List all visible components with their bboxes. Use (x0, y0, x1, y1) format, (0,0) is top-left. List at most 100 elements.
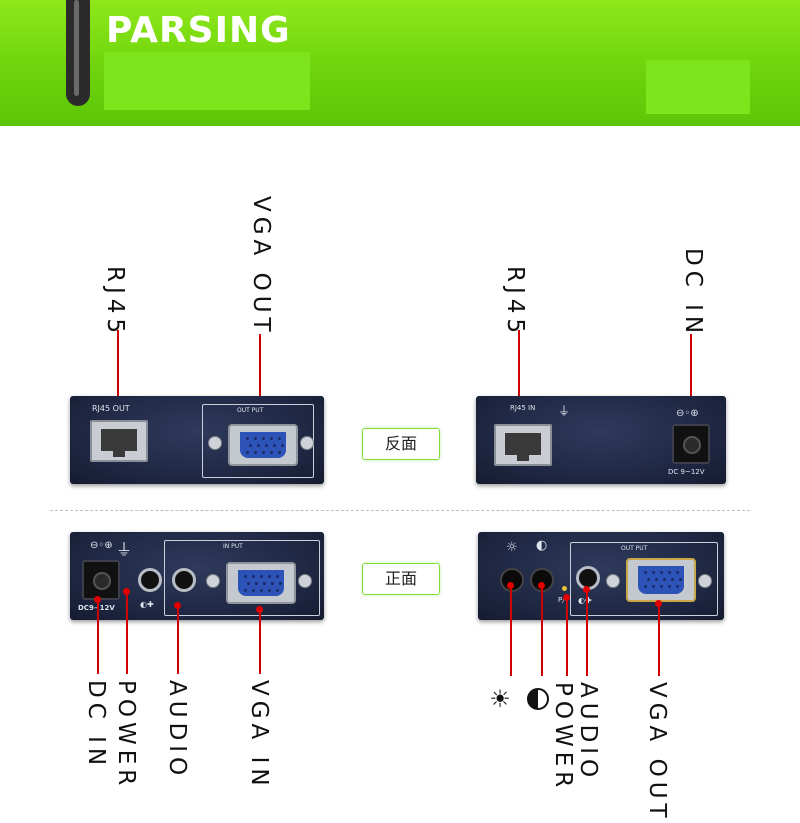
header-banner: PARSING (0, 0, 800, 126)
vga-pin (668, 585, 671, 588)
leader-dot (655, 600, 662, 607)
leader-line (658, 604, 660, 676)
vga-pin (254, 437, 257, 440)
vga-pin (252, 589, 255, 592)
vga-pin (270, 437, 273, 440)
vga-pin (268, 589, 271, 592)
brightness-icon: ☼ (506, 540, 518, 555)
vga-pin (663, 578, 666, 581)
leader-line (566, 598, 568, 676)
audio-icon: ◐✚ (140, 600, 154, 609)
label-audio-right: AUDIO (575, 682, 601, 783)
dc-rating-label: DC 9~12V (668, 468, 705, 476)
ground-icon: ⏚ (558, 404, 571, 418)
leader-dot (583, 586, 590, 593)
label-rj45-left: RJ45 (102, 266, 128, 339)
vga-pin (263, 582, 266, 585)
vga-pin (660, 571, 663, 574)
screw (698, 574, 712, 588)
screw (298, 574, 312, 588)
vga-pin (271, 582, 274, 585)
banner-accent-bar (66, 0, 90, 106)
leader-dot (538, 582, 545, 589)
vga-port-face (240, 432, 286, 458)
device-back-left: RJ45 OUT OUT PUT (70, 396, 324, 484)
vga-pin (652, 571, 655, 574)
vga-port (626, 558, 696, 602)
power-led (562, 586, 567, 591)
vga-pin (679, 578, 682, 581)
vga-pin (676, 585, 679, 588)
vga-pin (257, 444, 260, 447)
banner-panel-left (104, 52, 310, 110)
leader-line (510, 586, 512, 676)
leader-line (259, 334, 261, 440)
input-label: IN PUT (223, 543, 243, 550)
leader-line (177, 606, 179, 674)
label-dc-in-left: DC IN (83, 680, 109, 771)
vga-pin (644, 571, 647, 574)
leader-line (690, 334, 692, 440)
rj45-out-label: RJ45 OUT (92, 404, 130, 413)
vga-pin (249, 444, 252, 447)
vga-pin (644, 585, 647, 588)
vga-pin (244, 575, 247, 578)
rj45-port (494, 424, 552, 466)
vga-pin (647, 578, 650, 581)
leader-dot (256, 606, 263, 613)
label-front-side: 正面 (362, 563, 440, 595)
label-audio-left: AUDIO (164, 680, 190, 781)
vga-pin (278, 451, 281, 454)
label-vga-out-left: VGA OUT (248, 196, 274, 337)
device-back-right: RJ45 IN ⏚ ⊖◦⊕ DC 9~12V (476, 396, 726, 484)
dc-rating-label: DC9~12V (78, 604, 115, 612)
label-power-left: POWER (113, 680, 139, 791)
label-vga-out-right: VGA OUT (644, 682, 670, 823)
vga-pin (276, 575, 279, 578)
vga-pin (254, 451, 257, 454)
vga-pin (244, 589, 247, 592)
leader-dot (563, 594, 570, 601)
rj45-port (90, 420, 148, 462)
dc-jack (82, 560, 120, 600)
vga-pin (255, 582, 258, 585)
leader-line (259, 610, 261, 674)
audio-jack (172, 568, 196, 592)
label-vga-in-left: VGA IN (246, 680, 272, 791)
vga-pin (262, 437, 265, 440)
leader-dot (94, 596, 101, 603)
vga-pin (655, 578, 658, 581)
label-rj45-right: RJ45 (502, 266, 528, 339)
vga-pin (268, 575, 271, 578)
vga-pin (278, 437, 281, 440)
output-label: OUT PUT (237, 407, 264, 414)
vga-pin (652, 585, 655, 588)
vga-pin (276, 589, 279, 592)
input-panel: IN PUT (164, 540, 320, 616)
contrast-icon: ◐ (536, 538, 548, 553)
leader-line (126, 592, 128, 674)
power-icon: ⊖◦⊕ (90, 540, 113, 551)
screw (606, 574, 620, 588)
vga-port-face (638, 566, 684, 594)
leader-line (117, 330, 119, 430)
leader-line (97, 600, 99, 674)
audio-icon: ◐✚ (578, 596, 592, 605)
page-title: PARSING (106, 10, 291, 51)
leader-dot (507, 582, 514, 589)
vga-port (228, 424, 298, 466)
output-label: OUT PUT (621, 545, 648, 552)
screw (300, 436, 314, 450)
vga-pin (252, 575, 255, 578)
vga-pin (660, 585, 663, 588)
label-back-side: 反面 (362, 428, 440, 460)
vga-pin (265, 444, 268, 447)
vga-port (226, 562, 296, 604)
vga-pin (246, 451, 249, 454)
leader-dot (174, 602, 181, 609)
screw (206, 574, 220, 588)
contrast-icon (527, 688, 549, 710)
leader-line (586, 590, 588, 676)
power-icon: ⊖◦⊕ (676, 408, 699, 419)
section-divider (50, 510, 750, 511)
